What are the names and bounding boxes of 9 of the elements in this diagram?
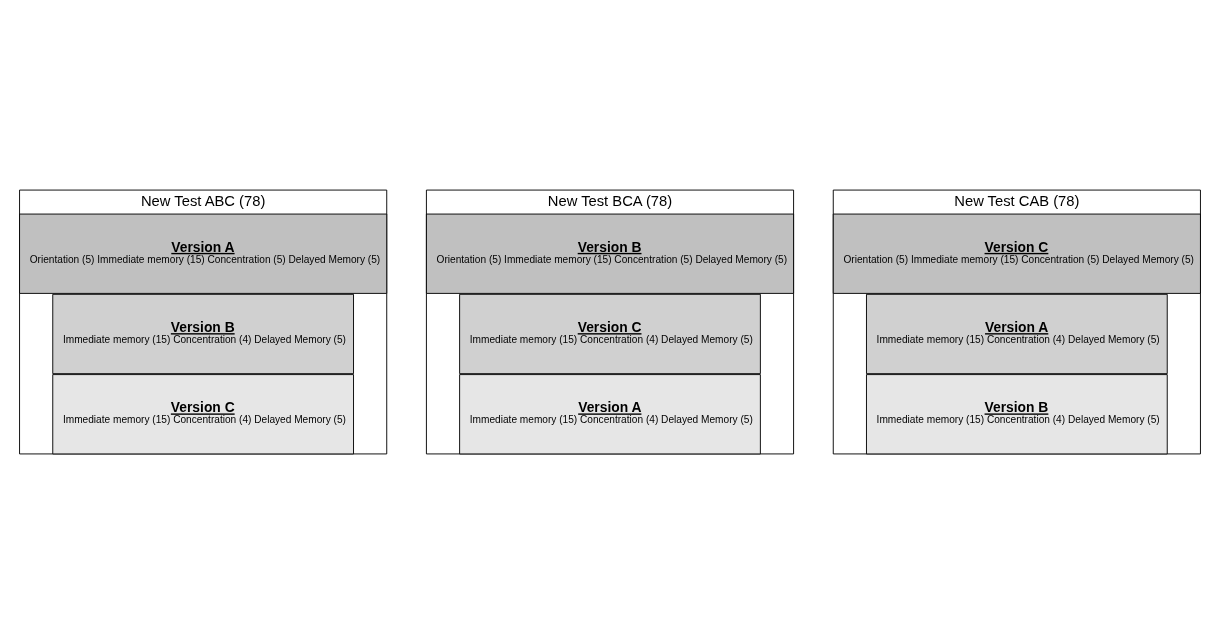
node-box: Version B Immediate memory (15) Concentration (4) Delayed Memory (5) bbox=[52, 293, 354, 375]
node-box: Version B Orientation (5) Immediate memory (15) Concentration (5) Delayed Memory (5) bbox=[425, 213, 795, 294]
node-box: Version A Orientation (5) Immediate memory (15) Concentration (5) Delayed Memory (5) bbox=[19, 213, 388, 294]
node-box: Version A Immediate memory (15) Concentration (4) Delayed Memory (5) bbox=[459, 374, 761, 455]
node-box: Version C Orientation (5) Immediate memory (15) Concentration (5) Delayed Memory (5) bbox=[832, 213, 1201, 294]
node-box: Version C Immediate memory (15) Concentration (4) Delayed Memory (5) bbox=[459, 293, 761, 375]
node-box: Version B Immediate memory (15) Concentration (4) Delayed Memory (5) bbox=[866, 374, 1168, 455]
node-box: Version A Immediate memory (15) Concentration (4) Delayed Memory (5) bbox=[866, 293, 1168, 375]
node-box: Version C Immediate memory (15) Concentration (4) Delayed Memory (5) bbox=[52, 374, 354, 455]
